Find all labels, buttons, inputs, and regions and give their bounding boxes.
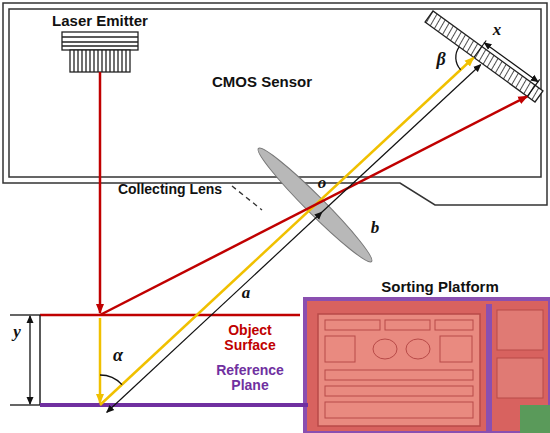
angle-symbol: β <box>436 50 445 70</box>
cmos-sensor <box>425 11 543 102</box>
object-surface-line <box>40 314 300 317</box>
box-edge <box>39 315 41 405</box>
x-dimension <box>474 41 540 97</box>
distance-symbol: x <box>493 21 502 40</box>
lens-plane-dashed <box>232 186 262 210</box>
laser-beam <box>99 72 102 313</box>
part-label: Laser Emitter <box>52 13 148 30</box>
alpha-arc <box>100 375 122 385</box>
distance-symbol: y <box>13 323 21 342</box>
point-symbol: o <box>318 174 327 193</box>
laser-emitter <box>62 32 138 72</box>
sorting-platform-photo <box>305 299 550 433</box>
part-label: Sorting Platform <box>381 279 499 296</box>
y-dimension <box>10 315 40 405</box>
reference-plane-line <box>40 403 308 407</box>
reflected-beam-object <box>100 96 527 315</box>
plane-label: Reference Plane <box>207 363 293 394</box>
beta-arc <box>456 47 461 70</box>
angle-symbol: α <box>113 346 123 366</box>
distance-lines <box>107 65 481 413</box>
reference-beam <box>99 318 102 403</box>
reflected-beam-reference <box>100 58 474 406</box>
plane-label: Object Surface <box>216 323 284 354</box>
distance-symbol: b <box>371 219 380 238</box>
part-label: CMOS Sensor <box>212 74 312 91</box>
part-label: Collecting Lens <box>118 182 222 197</box>
distance-symbol: a <box>242 284 251 303</box>
